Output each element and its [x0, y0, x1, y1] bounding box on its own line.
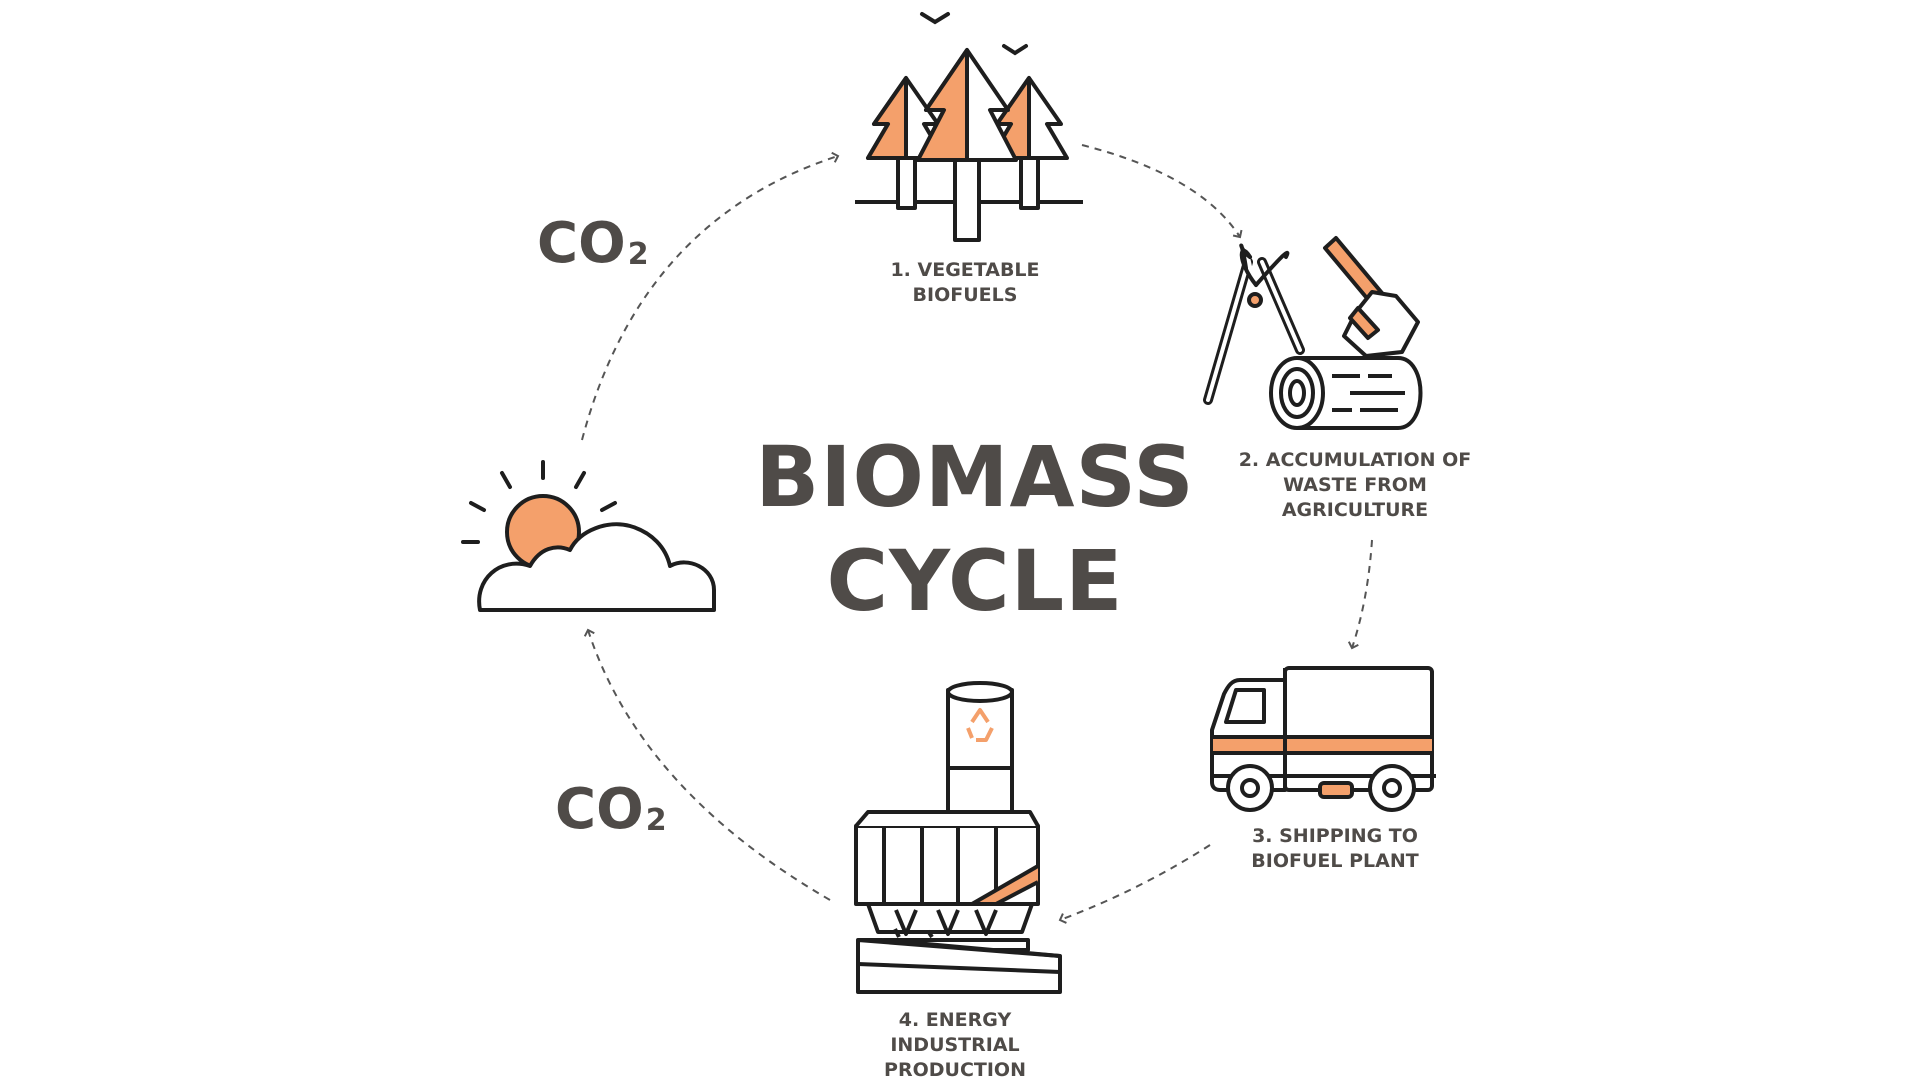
arrow-truck-to-plant: [1058, 844, 1211, 924]
trees-icon: [855, 48, 1083, 242]
co2-text: CO: [555, 777, 644, 842]
biofuel-plant-icon: [854, 681, 1062, 994]
title-line-1: BIOMASS: [755, 428, 1195, 526]
pruning-shears-icon: [1203, 243, 1305, 405]
cloud-icon: [477, 522, 716, 612]
recycle-symbol-icon: [966, 708, 994, 742]
arrow-trees-to-tools: [1081, 144, 1243, 239]
step-4-line-3: PRODUCTION: [884, 1059, 1026, 1081]
step-1-label: 1. VEGETABLE BIOFUELS: [860, 258, 1070, 308]
co2-label-top: CO2: [537, 214, 649, 285]
step-1-line-1: 1. VEGETABLE: [890, 259, 1040, 281]
arrow-sun-to-trees: [581, 151, 840, 441]
step-2-line-2: WASTE FROM: [1283, 474, 1427, 496]
step-1-line-2: BIOFUELS: [912, 284, 1018, 306]
co2-label-bottom: CO2: [555, 780, 667, 851]
co2-text: CO: [537, 211, 626, 276]
birds-icon: [920, 12, 1028, 56]
step-3-line-2: BIOFUEL PLANT: [1251, 850, 1419, 872]
step-3-line-1: 3. SHIPPING TO: [1252, 825, 1418, 847]
arrow-tools-to-truck: [1347, 539, 1373, 650]
step-4-line-2: INDUSTRIAL: [890, 1034, 1020, 1056]
arrow-plant-to-cloud: [583, 628, 831, 901]
step-2-line-3: AGRICULTURE: [1281, 499, 1429, 521]
step-3-label: 3. SHIPPING TO BIOFUEL PLANT: [1215, 824, 1455, 874]
step-2-label: 2. ACCUMULATION OF WASTE FROM AGRICULTUR…: [1215, 448, 1495, 523]
axe-icon: [1323, 236, 1420, 358]
log-icon: [1269, 356, 1423, 430]
diagram-title: BIOMASS CYCLE: [690, 425, 1260, 633]
step-4-line-1: 4. ENERGY: [898, 1009, 1012, 1031]
truck-icon: [1210, 666, 1436, 812]
co2-subscript: 2: [627, 237, 649, 272]
step-4-label: 4. ENERGY INDUSTRIAL PRODUCTION: [855, 1008, 1055, 1083]
step-2-line-1: 2. ACCUMULATION OF: [1238, 449, 1472, 471]
co2-subscript: 2: [645, 803, 667, 838]
title-line-2: CYCLE: [826, 532, 1124, 630]
